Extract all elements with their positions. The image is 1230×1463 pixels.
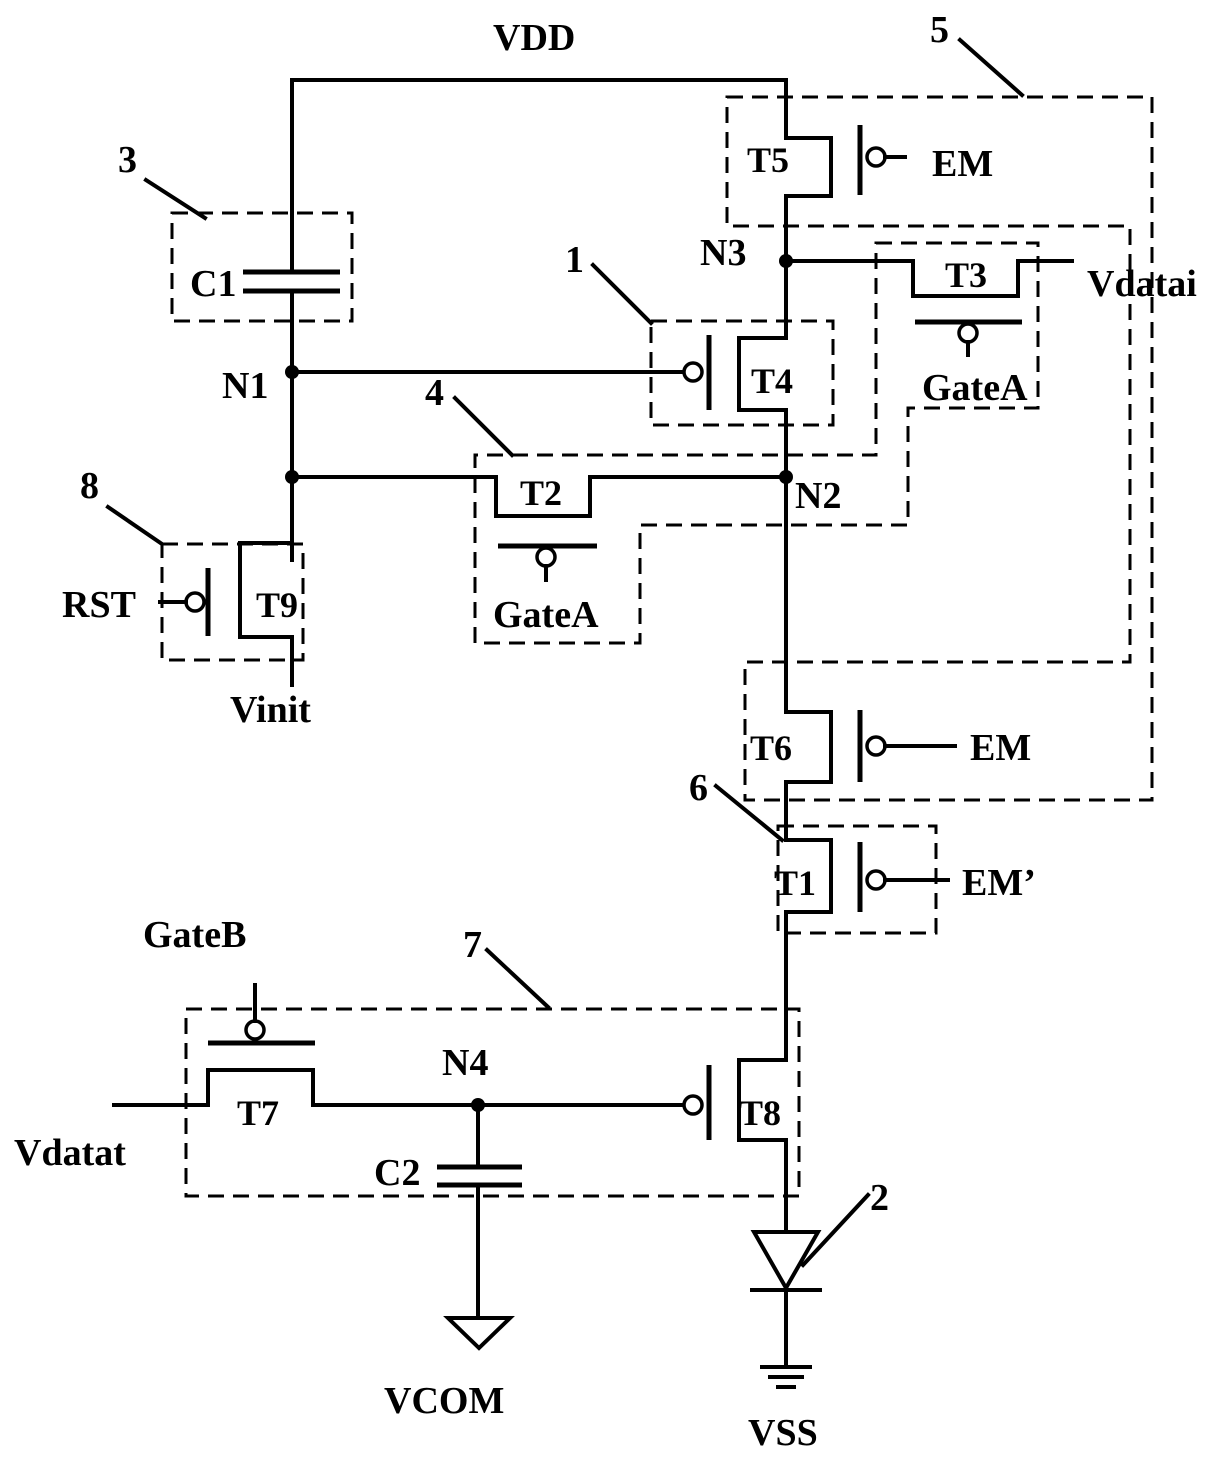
em-t5-label: EM [932,143,993,185]
vss-label: VSS [748,1412,818,1454]
wire-t5 [786,130,831,306]
node-n2-label: N2 [795,475,841,517]
vss-ground-symbol [762,1367,810,1387]
gatea-t3-label: GateA [922,367,1028,409]
vdd-rail [292,80,786,130]
t5-label: T5 [747,140,789,180]
callout-6-leader [716,786,782,840]
c2-plates [437,1167,522,1185]
t4-gate-bubble [684,363,702,381]
rst-label: RST [62,584,136,626]
callout-8-leader [108,507,162,544]
t7-label: T7 [237,1093,279,1133]
em-prime-label: EM’ [962,862,1036,904]
node-n2-dot [779,470,793,484]
node-n1-dot [285,365,299,379]
t6-gate-bubble [867,737,885,755]
t9-gate-bubble [186,593,204,611]
t5-gate-bubble [867,148,885,166]
t6-label: T6 [750,728,792,768]
node-n4-dot [471,1098,485,1112]
wire-t8 [739,1060,786,1230]
callout-7-leader [487,950,548,1007]
callout-5-leader [960,40,1022,95]
t4-label: T4 [751,361,793,401]
t2-gate-bubble [537,548,555,566]
callout-4-number: 4 [425,372,444,414]
callout-1-number: 1 [565,239,584,281]
vcom-label: VCOM [384,1380,504,1422]
t7-gate-bubble [246,1021,264,1039]
node-n1-label: N1 [222,365,268,407]
callout-6-number: 6 [689,767,708,809]
oled-diode [752,1232,820,1290]
c2-label: C2 [374,1152,420,1194]
callout-1-leader [593,265,651,323]
callout-7-number: 7 [463,924,482,966]
vinit-label: Vinit [230,689,311,731]
wire-t1 [786,826,831,1060]
callout-8-number: 8 [80,465,99,507]
node-n3-label: N3 [700,232,746,274]
wire-n3-t3 [786,261,1072,296]
t9-label: T9 [256,585,298,625]
em-t6-label: EM [970,727,1031,769]
node-n3-dot [779,254,793,268]
t8-gate-bubble [684,1096,702,1114]
callout-5-number: 5 [930,9,949,51]
callout-4-leader [455,398,512,455]
vcom-ground-symbol [448,1318,510,1348]
callout-2-number: 2 [870,1177,889,1219]
node-n4-label: N4 [442,1042,488,1084]
t1-gate-bubble [867,871,885,889]
c1-plates [243,272,340,291]
vdd-label: VDD [493,17,575,59]
wire-vdatat-t7 [114,1070,688,1105]
module-box-5 [727,97,1152,800]
c1-label: C1 [190,263,236,305]
gateb-label: GateB [143,914,246,956]
t1-label: T1 [774,863,816,903]
gatea-t2-label: GateA [493,594,599,636]
callout-3-number: 3 [118,139,137,181]
module-box-3-3 [475,243,1038,643]
vdatai-label: Vdatai [1087,263,1197,305]
t2-label: T2 [520,473,562,513]
t3-label: T3 [945,255,987,295]
t8-label: T8 [739,1093,781,1133]
wire-n2-t6 [786,477,831,826]
t3-gate-bubble [959,324,977,342]
node-junction-dot [285,470,299,484]
vdatat-label: Vdatat [14,1132,126,1174]
